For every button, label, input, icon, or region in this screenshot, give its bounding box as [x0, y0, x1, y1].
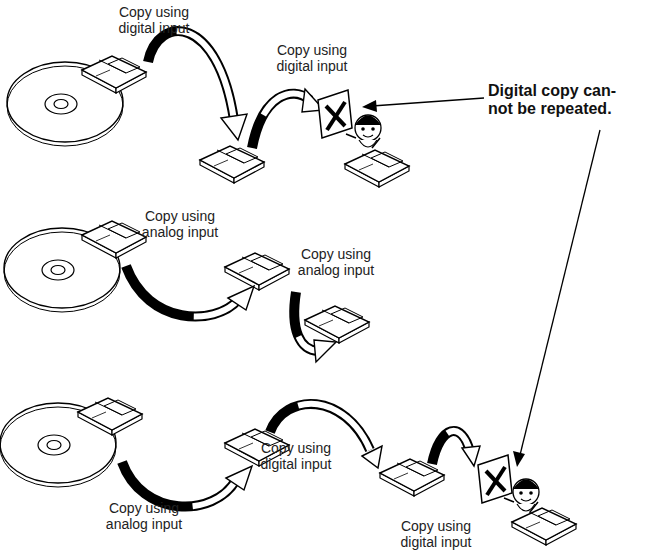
step-label: Copy using digital input — [250, 440, 342, 472]
warning-note: Digital copy can- not be repeated. — [488, 82, 638, 119]
step-label: Copy using analog input — [134, 208, 226, 240]
minidisc — [225, 253, 289, 290]
copy-arrow — [252, 89, 324, 148]
minidisc — [82, 221, 146, 258]
blocked-sign — [478, 455, 512, 503]
guard-character — [346, 115, 381, 148]
minidisc — [82, 56, 146, 93]
copy-arrow — [126, 266, 254, 317]
leader-line — [362, 98, 484, 112]
step-label: Copy using analog input — [98, 500, 190, 532]
copy-arrow — [148, 31, 247, 140]
blocked-sign — [318, 90, 352, 138]
copy-arrow — [294, 292, 336, 362]
guard-character — [504, 479, 539, 512]
minidisc — [380, 459, 444, 496]
minidisc — [200, 146, 264, 183]
minidisc — [345, 150, 409, 187]
step-label: Copy using analog input — [290, 246, 382, 278]
step-label: Copy using digital input — [266, 42, 358, 74]
copy-arrow — [432, 431, 480, 466]
minidisc — [305, 306, 369, 343]
minidisc — [78, 398, 142, 435]
step-label: Copy using digital input — [108, 4, 200, 36]
leader-line — [513, 130, 600, 467]
copy-arrow — [122, 462, 252, 507]
minidisc — [512, 508, 576, 545]
step-label: Copy using digital input — [390, 518, 482, 550]
